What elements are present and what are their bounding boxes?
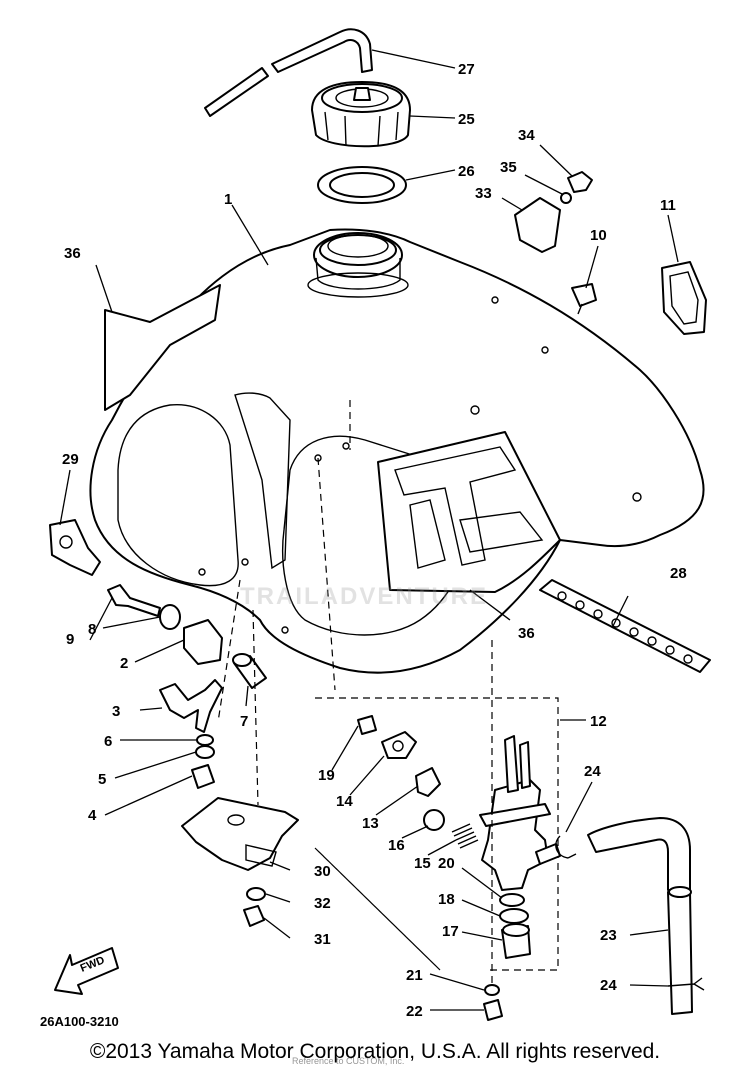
callout-1: 1 bbox=[224, 191, 232, 208]
watermark: TRAILADVENTURE bbox=[240, 583, 488, 610]
cap-gasket bbox=[317, 166, 407, 204]
callout-5: 5 bbox=[98, 771, 106, 788]
bracket-30 bbox=[181, 797, 299, 871]
callout-10: 10 bbox=[590, 227, 607, 244]
washer-6 bbox=[196, 734, 214, 746]
callout-2: 2 bbox=[120, 655, 128, 672]
callout-34: 34 bbox=[518, 127, 535, 144]
callout-31: 31 bbox=[314, 931, 331, 948]
callout-32: 32 bbox=[314, 895, 331, 912]
callout-16: 16 bbox=[388, 837, 405, 854]
callout-11: 11 bbox=[660, 197, 676, 214]
callout-18: 18 bbox=[438, 891, 455, 908]
bolt-9 bbox=[107, 584, 161, 617]
fuel-cock-assembly-box bbox=[314, 697, 559, 971]
callout-4: 4 bbox=[88, 807, 97, 824]
callout-15: 15 bbox=[414, 855, 431, 872]
callout-labels: 27 25 26 1 36 34 35 33 10 11 29 9 8 2 3 … bbox=[40, 61, 687, 1029]
callout-36-lower: 36 bbox=[518, 625, 535, 642]
drawing-code: 26A100-3210 bbox=[40, 1014, 119, 1029]
washer-8 bbox=[159, 604, 181, 630]
callout-3: 3 bbox=[112, 703, 120, 720]
fuel-tank-exploded-view: FWD bbox=[40, 28, 711, 1029]
callout-27: 27 bbox=[458, 61, 475, 78]
callout-23: 23 bbox=[600, 927, 617, 944]
watermark-subnote: Reference to CUSTOM, Inc. bbox=[292, 1056, 405, 1066]
fuel-cock-parts bbox=[357, 715, 561, 1021]
nut-32 bbox=[246, 887, 266, 901]
leader-lines bbox=[59, 49, 679, 1011]
callout-13: 13 bbox=[362, 815, 379, 832]
bolt-4 bbox=[191, 764, 215, 789]
fuel-tank-drawing bbox=[89, 228, 705, 674]
callout-8: 8 bbox=[88, 621, 96, 638]
copyright-notice: ©2013 Yamaha Motor Corporation, U.S.A. A… bbox=[89, 1040, 661, 1063]
callout-36-upper: 36 bbox=[64, 245, 81, 262]
rubber-strap-28 bbox=[539, 579, 711, 673]
callout-19: 19 bbox=[318, 767, 335, 784]
callout-9: 9 bbox=[66, 631, 74, 648]
callout-24-upper: 24 bbox=[584, 763, 601, 780]
callout-26: 26 bbox=[458, 163, 475, 180]
washer-5 bbox=[195, 745, 215, 759]
rear-bracket bbox=[514, 171, 593, 253]
callout-14: 14 bbox=[336, 793, 353, 810]
callout-24-lower: 24 bbox=[600, 977, 617, 994]
callout-30: 30 bbox=[314, 863, 331, 880]
callout-35: 35 bbox=[500, 159, 517, 176]
callout-21: 21 bbox=[406, 967, 423, 984]
breather-hose bbox=[204, 28, 373, 117]
callout-12: 12 bbox=[590, 713, 607, 730]
damper-2 bbox=[183, 619, 223, 665]
callout-28: 28 bbox=[670, 565, 687, 582]
bolt-31 bbox=[243, 905, 265, 927]
callout-22: 22 bbox=[406, 1003, 423, 1020]
collar-7 bbox=[232, 653, 267, 689]
callout-17: 17 bbox=[442, 923, 459, 940]
callout-7: 7 bbox=[240, 713, 248, 730]
callout-6: 6 bbox=[104, 733, 112, 750]
fuel-cap bbox=[311, 81, 411, 148]
side-emblem bbox=[661, 261, 707, 335]
front-bracket-29 bbox=[49, 519, 101, 576]
fuel-hose-23 bbox=[555, 817, 705, 1015]
callout-33: 33 bbox=[475, 185, 492, 202]
callout-25: 25 bbox=[458, 111, 475, 128]
callout-20: 20 bbox=[438, 855, 455, 872]
callout-29: 29 bbox=[62, 451, 79, 468]
stay-3 bbox=[159, 679, 223, 733]
mount-bolt-10 bbox=[571, 283, 597, 315]
forward-arrow-icon: FWD bbox=[54, 947, 119, 995]
